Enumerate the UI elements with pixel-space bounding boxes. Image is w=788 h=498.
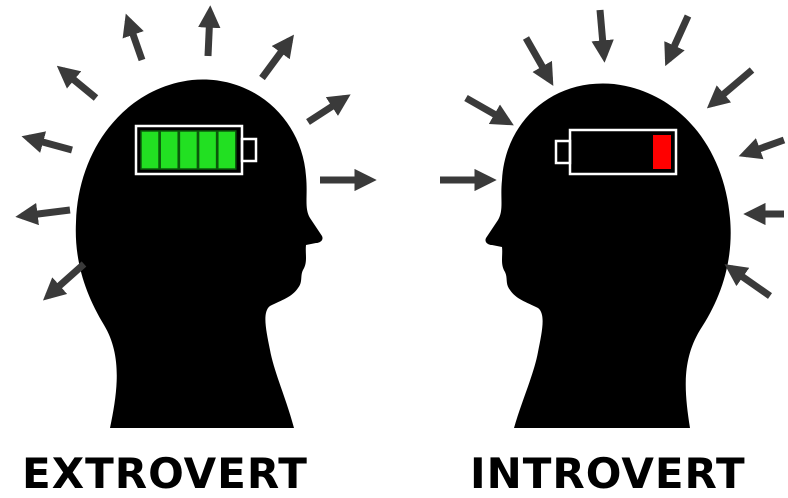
extrovert-battery-cell (199, 131, 217, 169)
extrovert-battery-cell (141, 131, 159, 169)
extrovert-battery-cell (218, 131, 236, 169)
introvert-label: INTROVERT (470, 450, 770, 498)
extrovert-outward-arrow-icon (48, 264, 84, 296)
extrovert-outward-arrow-icon (308, 98, 345, 122)
extrovert-outward-arrow-icon (22, 210, 70, 216)
extrovert-outward-arrow-icon (62, 70, 96, 98)
extrovert-figure (22, 12, 370, 428)
extrovert-outward-arrow-icon (262, 40, 290, 78)
extrovert-outward-arrow-icon (128, 20, 142, 60)
introvert-inward-arrow-icon (466, 98, 508, 122)
introvert-inward-arrow-icon (730, 268, 770, 296)
extrovert-outward-arrow-icon (28, 138, 72, 150)
introvert-inward-arrow-icon (745, 140, 784, 154)
introvert-head-silhouette-icon (485, 83, 730, 428)
introvert-figure (440, 10, 784, 428)
introvert-inward-arrow-icon (712, 70, 752, 104)
extrovert-outward-arrow-icon (208, 12, 210, 56)
extrovert-battery-cell (179, 131, 197, 169)
extrovert-battery-cell (160, 131, 178, 169)
illustration (0, 0, 788, 450)
introvert-battery-cell (653, 135, 671, 169)
introvert-inward-arrow-icon (526, 38, 550, 80)
extrovert-label: EXTROVERT (22, 450, 342, 498)
introvert-inward-arrow-icon (600, 10, 604, 56)
introvert-inward-arrow-icon (668, 16, 688, 60)
